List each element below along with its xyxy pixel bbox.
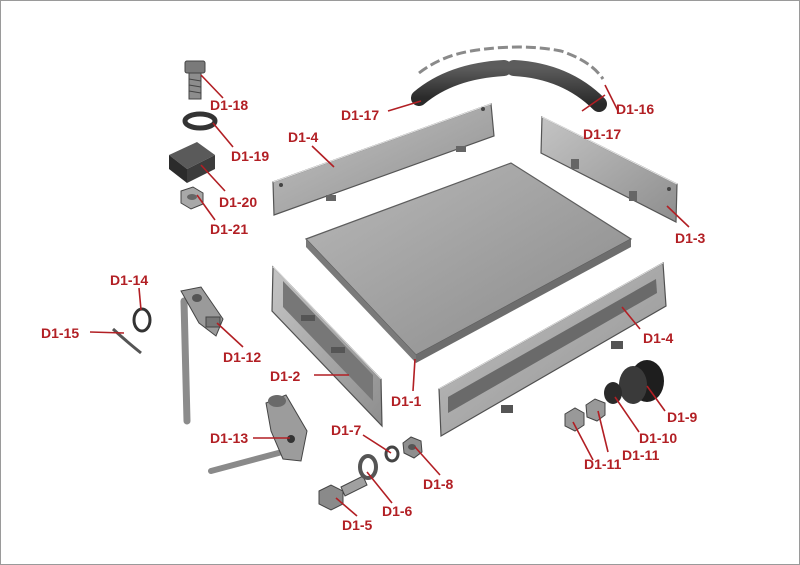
washer-d1-7 bbox=[384, 445, 400, 463]
washer-d1-6 bbox=[358, 454, 378, 480]
lever-d1-13 bbox=[208, 394, 308, 474]
callout-d1-10: D1-10 bbox=[639, 430, 678, 446]
callout-d1-20: D1-20 bbox=[219, 194, 258, 210]
callout-d1-16: D1-16 bbox=[616, 101, 655, 117]
ring-d1-14 bbox=[132, 307, 152, 333]
block-d1-20 bbox=[169, 142, 215, 183]
leader-lines bbox=[89, 74, 690, 517]
nut-d1-11-a bbox=[585, 398, 606, 422]
latch-assembly-d1-12 bbox=[180, 286, 224, 425]
side-panel-front bbox=[438, 262, 667, 438]
end-panel-right bbox=[540, 116, 678, 223]
callout-d1-17-right: D1-17 bbox=[583, 126, 622, 142]
callout-d1-8: D1-8 bbox=[423, 476, 454, 492]
callout-d1-6: D1-6 bbox=[382, 503, 413, 519]
nut-d1-11-b bbox=[564, 407, 585, 432]
callout-d1-17-left: D1-17 bbox=[341, 107, 380, 123]
nut-d1-8 bbox=[402, 436, 423, 459]
callout-d1-12: D1-12 bbox=[223, 349, 262, 365]
end-panel-left bbox=[271, 265, 383, 428]
callout-d1-4-bottom: D1-4 bbox=[643, 330, 674, 346]
rubber-bumper-d1-9 bbox=[619, 360, 664, 404]
callout-d1-21: D1-21 bbox=[210, 221, 249, 237]
callout-d1-3: D1-3 bbox=[675, 230, 706, 246]
split-pin-d1-15 bbox=[111, 327, 142, 355]
callout-d1-11-a: D1-11 bbox=[584, 456, 622, 472]
callout-d1-1: D1-1 bbox=[391, 393, 422, 409]
callout-d1-9: D1-9 bbox=[667, 409, 698, 425]
callout-d1-14: D1-14 bbox=[110, 272, 149, 288]
callout-d1-5: D1-5 bbox=[342, 517, 373, 533]
callout-d1-19: D1-19 bbox=[231, 148, 270, 164]
washer-d1-10 bbox=[604, 382, 622, 404]
floor-panel bbox=[304, 162, 633, 363]
callout-d1-15: D1-15 bbox=[41, 325, 80, 341]
callout-d1-2: D1-2 bbox=[270, 368, 301, 384]
callout-d1-4-top: D1-4 bbox=[288, 129, 319, 145]
callout-d1-13: D1-13 bbox=[210, 430, 249, 446]
washer-d1-19 bbox=[182, 111, 218, 131]
callout-d1-7: D1-7 bbox=[331, 422, 362, 438]
callout-d1-18: D1-18 bbox=[210, 97, 249, 113]
side-panel-top bbox=[272, 103, 495, 216]
callout-d1-11-b: D1-11 bbox=[622, 447, 660, 463]
bolt-d1-18 bbox=[184, 60, 206, 100]
chain-assembly bbox=[411, 45, 607, 112]
